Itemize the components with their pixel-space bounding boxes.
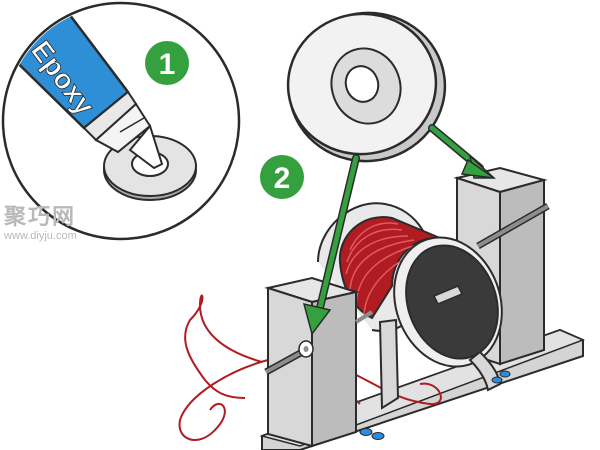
step-number: 1 bbox=[159, 48, 176, 81]
step-badge-1: 1 bbox=[145, 41, 189, 85]
blue-pad bbox=[371, 432, 385, 440]
left-support-pillar bbox=[264, 276, 360, 448]
step-number: 2 bbox=[274, 162, 291, 195]
u-bracket bbox=[378, 318, 511, 410]
motor-assembly bbox=[178, 166, 586, 450]
wire-right-lead bbox=[178, 359, 269, 441]
step1-inset: Epoxy bbox=[1, 1, 241, 241]
step-badge-2: 2 bbox=[260, 155, 304, 199]
coil-front-flange bbox=[393, 236, 503, 368]
watermark: 聚巧网 www.diyju.com bbox=[4, 205, 104, 243]
watermark-url: www.diyju.com bbox=[4, 230, 77, 242]
arrow-icon bbox=[302, 154, 360, 336]
watermark-cn: 聚巧网 bbox=[4, 205, 77, 230]
wire-left-lead bbox=[184, 294, 263, 399]
arrow-icon bbox=[428, 124, 496, 179]
magnet-ring-icon bbox=[286, 11, 447, 163]
blue-pad bbox=[359, 428, 373, 436]
